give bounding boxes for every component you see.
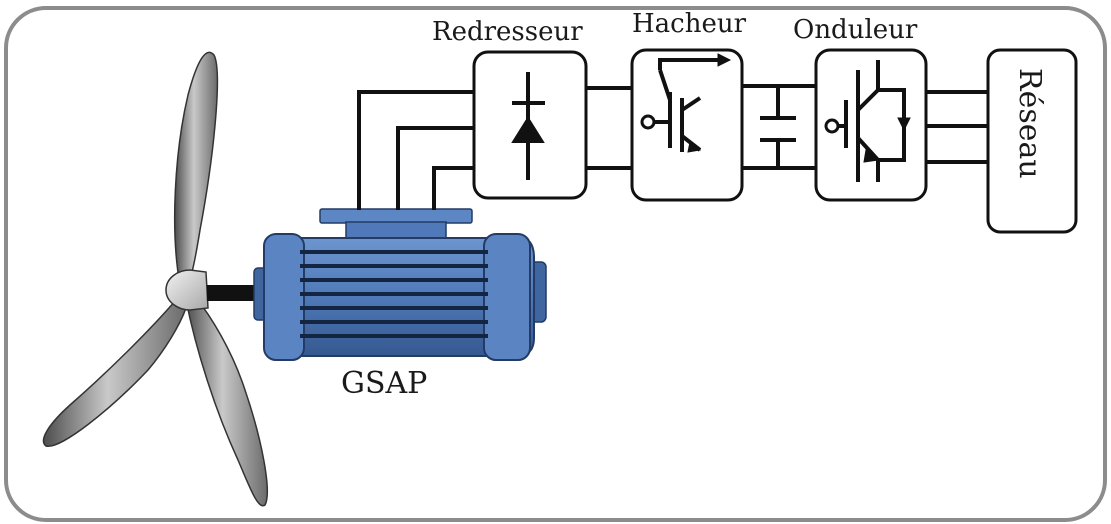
rectifier-label: Redresseur xyxy=(432,17,583,47)
turbine-hub xyxy=(165,269,209,311)
turbine-shaft xyxy=(207,285,264,301)
grid-block xyxy=(986,48,1078,234)
turbine-blade-top xyxy=(173,51,219,287)
chopper-label: Hacheur xyxy=(632,9,747,39)
rectifier-chopper-wires xyxy=(586,86,633,170)
wind-turbine-icon xyxy=(42,51,268,507)
dc-link-capacitor xyxy=(742,84,816,170)
inverter-igbt-icon xyxy=(824,60,911,182)
outer-frame xyxy=(4,6,1107,522)
generator-fins xyxy=(300,250,488,338)
generator-label: GSAP xyxy=(341,366,427,401)
inverter-label: Onduleur xyxy=(793,15,918,45)
inverter-block xyxy=(814,48,928,202)
grid-label: Réseau xyxy=(1012,68,1047,179)
generator-rectifier-wires xyxy=(357,90,475,210)
turbine-blade-bottom xyxy=(185,297,268,507)
chopper-block xyxy=(630,48,744,202)
turbine-blade-left xyxy=(42,298,187,447)
rectifier-block xyxy=(472,50,588,200)
igbt-icon xyxy=(640,53,732,153)
diode-icon xyxy=(511,72,545,180)
inverter-grid-wires xyxy=(926,90,990,164)
generator-icon xyxy=(253,208,547,361)
